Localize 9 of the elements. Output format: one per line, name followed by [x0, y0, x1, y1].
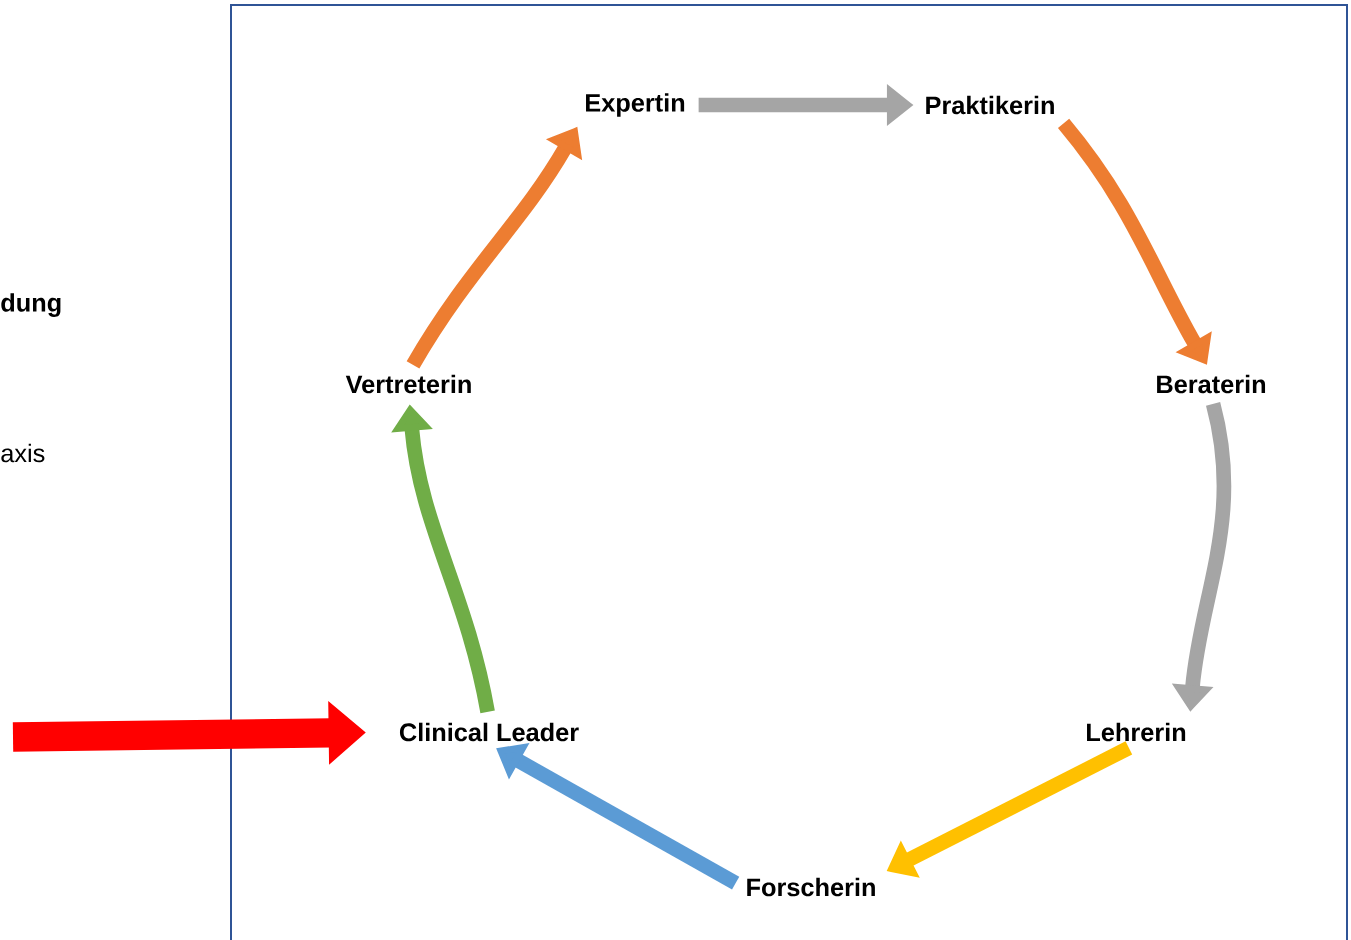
text-label: axis: [1, 443, 45, 463]
role-label: Beraterin: [1157, 374, 1266, 394]
role-label: Praktikerin: [926, 95, 1054, 115]
role-label: Clinical Leader: [399, 722, 579, 742]
role-label: Expertin: [586, 93, 685, 117]
role-label: Vertreterin: [345, 374, 471, 394]
role-label: Lehrerin: [1087, 722, 1186, 742]
text-label: dung: [1, 293, 61, 317]
role-label: Forscherin: [747, 877, 875, 897]
